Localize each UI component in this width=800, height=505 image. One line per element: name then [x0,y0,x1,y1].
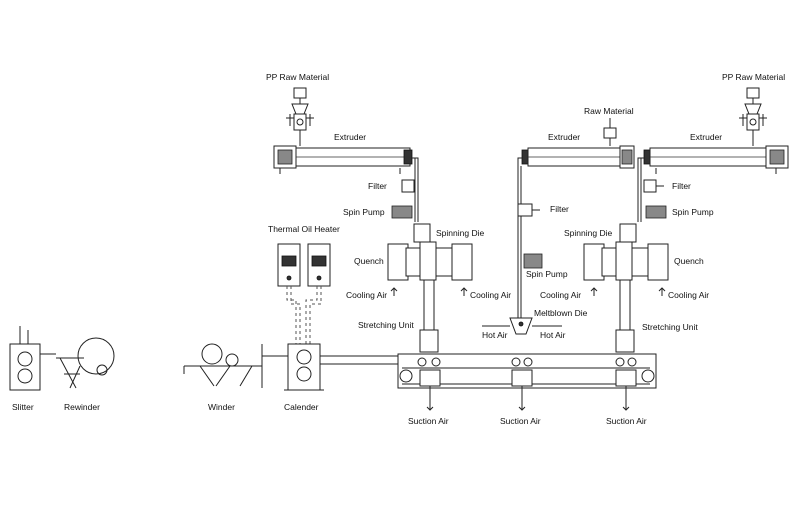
stretching-unit-label-right: Stretching Unit [642,322,698,332]
pp-raw-material-label-right: PP Raw Material [722,72,785,82]
filter-label-right: Filter [672,181,691,191]
spin-pump-label-center: Spin Pump [526,269,568,279]
extruder-left [273,145,413,174]
thermal-oil-heater [277,243,331,344]
extruder-center [521,145,635,169]
hopper-icon [286,87,314,146]
hot-air-label-right: Hot Air [540,330,566,340]
slitter [9,326,56,391]
winder [183,343,288,388]
filter-label-left: Filter [368,181,387,191]
suction-air-label-1: Suction Air [408,416,449,426]
cooling-air-label-4: Cooling Air [668,290,709,300]
filter-center [517,203,533,217]
left-spunbond-line: PP Raw Material Extruder Filter Spin Pum… [266,72,511,353]
spinning-die-left [413,223,431,243]
spinning-die-label-right: Spinning Die [564,228,612,238]
spin-pump-left [391,205,413,219]
calender-label: Calender [284,402,319,412]
cooling-air-label-2: Cooling Air [470,290,511,300]
extruder-right [643,145,789,174]
hot-air-label-left: Hot Air [482,330,508,340]
extruder-label-left: Extruder [334,132,366,142]
slitter-label: Slitter [12,402,34,412]
spin-pump-center [523,253,543,269]
forming-conveyor [397,353,657,411]
suction-air-label-3: Suction Air [606,416,647,426]
filter-right [643,179,657,193]
raw-material-label-center: Raw Material [584,106,634,116]
spin-pump-label-right: Spin Pump [672,207,714,217]
spin-pump-label-left: Spin Pump [343,207,385,217]
thermal-oil-heater-label: Thermal Oil Heater [268,224,340,234]
quench-left [387,241,473,281]
stretching-unit-label-left: Stretching Unit [358,320,414,330]
stretching-unit-right [615,329,635,353]
center-meltblown-line: Raw Material Extruder Filter Spin Pump M… [482,106,635,340]
quench-right [583,241,669,281]
extruder-label-right: Extruder [690,132,722,142]
hopper-icon [739,87,767,146]
filter-label-center: Filter [550,204,569,214]
hopper-icon [603,118,617,146]
stretching-unit-left [419,329,439,353]
spinning-die-right [619,223,637,243]
meltblown-die-label: Meltblown Die [534,308,588,318]
quench-label-left: Quench [354,256,384,266]
winder-label: Winder [208,402,235,412]
cooling-air-label-1: Cooling Air [346,290,387,300]
cooling-air-label-3: Cooling Air [540,290,581,300]
suction-air-label-2: Suction Air [500,416,541,426]
rewinder [56,337,115,389]
rewinder-label: Rewinder [64,402,100,412]
right-spunbond-line: PP Raw Material Extruder Filter Spin Pum… [540,72,789,353]
quench-label-right: Quench [674,256,704,266]
extruder-label-center: Extruder [548,132,580,142]
spinning-die-label-left: Spinning Die [436,228,484,238]
pp-raw-material-label-left: PP Raw Material [266,72,329,82]
filter-left [401,179,415,193]
spin-pump-right [645,205,667,219]
calender [284,343,324,391]
